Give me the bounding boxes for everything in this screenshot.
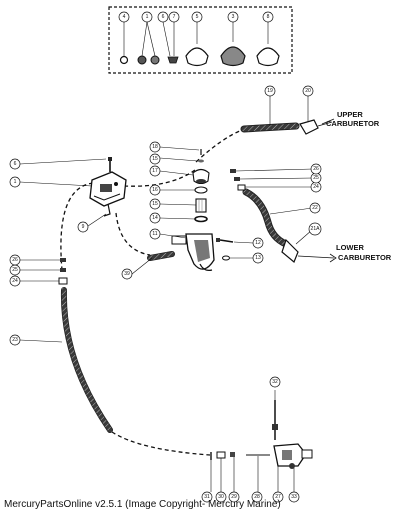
inset-leaders bbox=[123, 21, 269, 57]
callout-26: 26 bbox=[313, 166, 319, 172]
braided-hose-main-pattern bbox=[61, 287, 113, 433]
callout-24b: 24 bbox=[12, 278, 18, 284]
callout-14: 14 bbox=[152, 215, 158, 221]
inset-valve-part bbox=[167, 56, 179, 64]
callout-inset-5: 5 bbox=[196, 14, 199, 20]
dashed-line-pump-to-filter bbox=[115, 212, 151, 256]
repair-kit-inset bbox=[108, 6, 293, 74]
check-valve-assembly bbox=[210, 400, 313, 469]
callout-inset-7: 7 bbox=[173, 14, 176, 20]
lower-carburetor-label: LOWER CARBURETOR bbox=[329, 243, 392, 263]
braided-hose-main bbox=[60, 287, 113, 433]
callout-15b: 15 bbox=[152, 201, 158, 207]
lower-carb-line1: LOWER bbox=[336, 243, 364, 252]
inset-washer-part bbox=[119, 55, 129, 65]
callout-inset-4: 4 bbox=[123, 14, 126, 20]
hose-short-filter-pattern bbox=[147, 251, 175, 261]
callout-16: 16 bbox=[152, 187, 158, 193]
callout-inset-8: 8 bbox=[267, 14, 270, 20]
callout-numbers: 4 1 6 7 5 3 8 6 1 9 39 11 12 13 14 15 15… bbox=[12, 14, 320, 500]
inset-gasket-part-b bbox=[150, 55, 160, 65]
inset-diaphragm-left bbox=[185, 47, 209, 67]
pump-screw bbox=[108, 157, 112, 172]
hose-fittings-left bbox=[58, 258, 68, 285]
callout-39: 39 bbox=[124, 271, 130, 277]
callout-11: 11 bbox=[152, 231, 157, 237]
filter-bowl bbox=[171, 233, 215, 271]
inset-diaphragm-right bbox=[256, 47, 280, 67]
inset-gasket-part-a bbox=[137, 55, 147, 65]
upper-carb-fitting bbox=[299, 119, 333, 135]
callout-inset-6: 6 bbox=[162, 14, 165, 20]
callout-28: 28 bbox=[254, 494, 260, 500]
fuel-pump bbox=[89, 171, 127, 217]
upper-carb-line2: CARBURETOR bbox=[326, 119, 380, 128]
dashed-line-fitting-to-hose bbox=[195, 129, 243, 163]
callout-23: 23 bbox=[12, 337, 18, 343]
hose-upper-carb-pattern bbox=[241, 123, 299, 132]
upper-carb-line1: UPPER bbox=[337, 110, 363, 119]
main-leaders bbox=[19, 92, 314, 492]
callout-19: 19 bbox=[267, 88, 273, 94]
callout-15a: 15 bbox=[152, 156, 158, 162]
callout-1: 1 bbox=[14, 179, 17, 185]
washer bbox=[222, 255, 230, 261]
lower-carb-fitting bbox=[281, 238, 335, 263]
callout-22: 22 bbox=[312, 205, 318, 211]
fuel-filter-stack bbox=[192, 149, 210, 223]
callout-20: 20 bbox=[305, 88, 311, 94]
callout-13: 13 bbox=[255, 255, 261, 261]
callout-30: 30 bbox=[218, 494, 224, 500]
callout-26b: 26 bbox=[12, 257, 18, 263]
callout-29: 29 bbox=[231, 494, 237, 500]
callout-12: 12 bbox=[255, 240, 261, 246]
copyright-footer: MercuryPartsOnline v2.5.1 (Image Copyrig… bbox=[4, 499, 281, 510]
callout-inset-1: 1 bbox=[146, 14, 149, 20]
callout-21a: 21A bbox=[311, 226, 321, 232]
dashed-line-bottom bbox=[111, 431, 211, 456]
callout-27: 27 bbox=[275, 494, 281, 500]
callout-33: 33 bbox=[291, 494, 297, 500]
hose-fittings-right bbox=[230, 169, 246, 191]
callout-bubbles bbox=[9, 11, 322, 503]
callout-24: 24 bbox=[313, 184, 319, 190]
callout-32: 32 bbox=[272, 379, 278, 385]
callout-9: 9 bbox=[82, 224, 85, 230]
inset-border bbox=[108, 6, 293, 74]
dashed-line-pump-to-filter-cap bbox=[123, 169, 196, 187]
hose-lower-carb-pattern bbox=[243, 189, 289, 247]
callout-31: 31 bbox=[204, 494, 210, 500]
callout-6: 6 bbox=[14, 161, 17, 167]
upper-carburetor-label: UPPER CARBURETOR bbox=[321, 110, 380, 128]
callout-25: 25 bbox=[313, 175, 319, 181]
callout-17: 17 bbox=[152, 168, 158, 174]
callout-inset-3: 3 bbox=[232, 14, 235, 20]
inset-diaphragm-center bbox=[220, 46, 246, 67]
bolt bbox=[216, 238, 234, 243]
callout-18: 18 bbox=[152, 144, 158, 150]
lower-carb-line2: CARBURETOR bbox=[338, 253, 392, 262]
dashed-line-pump-to-fitting bbox=[60, 182, 94, 271]
fuel-lines bbox=[60, 129, 243, 456]
callout-25b: 25 bbox=[12, 267, 18, 273]
